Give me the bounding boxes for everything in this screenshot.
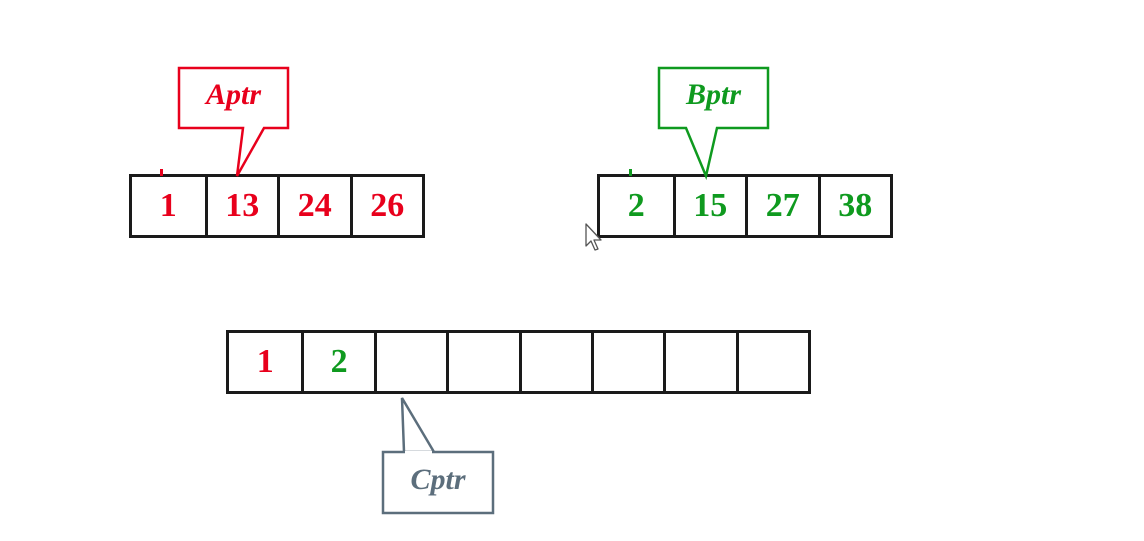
cptr-label: Cptr (410, 463, 466, 496)
array-c-cell: 2 (301, 333, 373, 391)
array-c-cell (373, 333, 446, 391)
array-c-cell (518, 333, 591, 391)
array-a-cell: 24 (277, 177, 350, 235)
array-b-cell: 27 (745, 177, 818, 235)
array-b-cell: 2 (627, 187, 645, 224)
array-a-cell: 13 (204, 177, 278, 235)
array-a-cell: 26 (349, 177, 423, 235)
array-b: 2 15 27 38 (597, 174, 893, 238)
aptr-label: Aptr (205, 78, 262, 111)
array-b-cell: 15 (672, 177, 746, 235)
bptr-label: Bptr (685, 78, 742, 111)
array-c-cell: 1 (256, 343, 274, 380)
array-c-cell (446, 333, 518, 391)
array-c-cell (663, 333, 735, 391)
array-c-cell (590, 333, 663, 391)
array-a-cell: 1 (159, 187, 177, 224)
array-b-marker (629, 169, 632, 176)
array-c-cell (735, 333, 808, 391)
array-c: 1 2 (226, 330, 812, 394)
array-a-marker (160, 169, 163, 176)
array-a: 1 13 24 26 (129, 174, 425, 238)
arrow-cursor-icon (585, 223, 602, 251)
array-b-cell: 38 (817, 177, 891, 235)
